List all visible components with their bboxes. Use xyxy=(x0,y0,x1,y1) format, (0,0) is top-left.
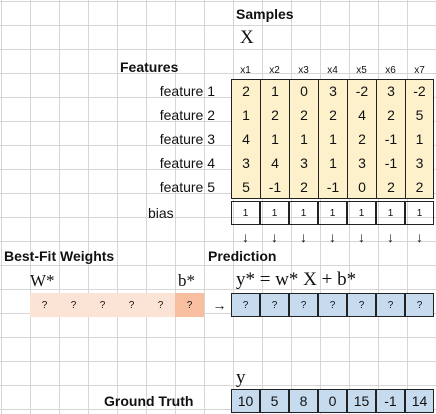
x-cell: 1 xyxy=(260,127,289,151)
x-cell: 1 xyxy=(289,127,318,151)
prediction-header: Prediction xyxy=(208,248,277,264)
truth-cell: 14 xyxy=(405,389,434,413)
weight-cell: ? xyxy=(88,293,117,317)
bias-weight-cell: ? xyxy=(175,293,204,317)
features-header: Features xyxy=(120,59,179,75)
truth-cell: 8 xyxy=(289,389,318,413)
prediction-cell: ? xyxy=(289,293,318,317)
down-arrow: ↓ xyxy=(387,229,394,245)
column-header-x4: x4 xyxy=(327,64,338,76)
samples-header: Samples xyxy=(236,6,294,22)
x-cell: 0 xyxy=(289,79,318,103)
x-cell: 0 xyxy=(347,175,376,199)
column-header-x5: x5 xyxy=(356,64,367,76)
x-cell: 2 xyxy=(231,79,260,103)
feature-label: feature 3 xyxy=(159,131,215,147)
weight-cell: ? xyxy=(30,293,59,317)
feature-label: feature 1 xyxy=(159,83,215,99)
truth-cell: -1 xyxy=(376,389,405,413)
y-symbol: y xyxy=(236,367,246,388)
x-cell: 1 xyxy=(405,127,434,151)
prediction-cell: ? xyxy=(376,293,405,317)
weight-cell: ? xyxy=(117,293,146,317)
feature-label: feature 5 xyxy=(159,179,215,195)
x-cell: 2 xyxy=(405,175,434,199)
column-header-x3: x3 xyxy=(298,64,309,76)
x-cell: 2 xyxy=(260,103,289,127)
prediction-formula: y* = w* X + b* xyxy=(236,269,357,290)
bias-cell: 1 xyxy=(260,201,289,225)
b-star-symbol: b* xyxy=(178,271,195,290)
x-cell: 5 xyxy=(405,103,434,127)
x-cell: 2 xyxy=(289,175,318,199)
truth-cell: 10 xyxy=(231,389,260,413)
column-header-x7: x7 xyxy=(414,64,425,76)
truth-cell: 5 xyxy=(260,389,289,413)
down-arrow: ↓ xyxy=(358,229,365,245)
bias-cell: 1 xyxy=(289,201,318,225)
x-cell: -1 xyxy=(376,151,405,175)
x-cell: 4 xyxy=(231,127,260,151)
column-header-x6: x6 xyxy=(385,64,396,76)
column-header-x1: x1 xyxy=(240,64,251,76)
prediction-cell: ? xyxy=(318,293,347,317)
weight-cell: ? xyxy=(59,293,88,317)
feature-label: feature 4 xyxy=(159,155,215,171)
weights-header: Best-Fit Weights xyxy=(4,248,115,264)
bias-cell: 1 xyxy=(405,201,434,225)
x-cell: -1 xyxy=(318,175,347,199)
weight-cell: ? xyxy=(146,293,175,317)
x-cell: 1 xyxy=(318,151,347,175)
bias-cell: 1 xyxy=(231,201,260,225)
x-cell: 1 xyxy=(231,103,260,127)
x-cell: -1 xyxy=(260,175,289,199)
down-arrow: ↓ xyxy=(242,229,249,245)
down-arrow: ↓ xyxy=(329,229,336,245)
prediction-cell: ? xyxy=(347,293,376,317)
x-cell: 2 xyxy=(376,175,405,199)
truth-cell: 15 xyxy=(347,389,376,413)
x-cell: 1 xyxy=(318,127,347,151)
x-cell: 3 xyxy=(347,151,376,175)
x-cell: 5 xyxy=(231,175,260,199)
x-cell: 4 xyxy=(347,103,376,127)
x-cell: 4 xyxy=(260,151,289,175)
x-cell: -2 xyxy=(405,79,434,103)
x-cell: -1 xyxy=(376,127,405,151)
x-symbol: X xyxy=(240,27,254,48)
x-cell: 3 xyxy=(289,151,318,175)
x-cell: 2 xyxy=(376,103,405,127)
down-arrow: ↓ xyxy=(416,229,423,245)
bias-label: bias xyxy=(148,205,174,221)
bias-cell: 1 xyxy=(376,201,405,225)
x-cell: 1 xyxy=(260,79,289,103)
bias-cell: 1 xyxy=(347,201,376,225)
bias-cell: 1 xyxy=(318,201,347,225)
right-arrow: → xyxy=(212,297,227,313)
down-arrow: ↓ xyxy=(300,229,307,245)
x-cell: -2 xyxy=(347,79,376,103)
x-cell: 3 xyxy=(231,151,260,175)
prediction-cell: ? xyxy=(405,293,434,317)
x-cell: 3 xyxy=(376,79,405,103)
prediction-cell: ? xyxy=(260,293,289,317)
prediction-cell: ? xyxy=(231,293,260,317)
column-header-x2: x2 xyxy=(269,64,280,76)
x-cell: 2 xyxy=(347,127,376,151)
x-cell: 2 xyxy=(318,103,347,127)
w-star-symbol: W* xyxy=(30,271,55,290)
feature-label: feature 2 xyxy=(159,107,215,123)
x-cell: 3 xyxy=(318,79,347,103)
x-cell: 3 xyxy=(405,151,434,175)
ground-truth-label: Ground Truth xyxy=(104,393,194,409)
x-cell: 2 xyxy=(289,103,318,127)
truth-cell: 0 xyxy=(318,389,347,413)
down-arrow: ↓ xyxy=(271,229,278,245)
